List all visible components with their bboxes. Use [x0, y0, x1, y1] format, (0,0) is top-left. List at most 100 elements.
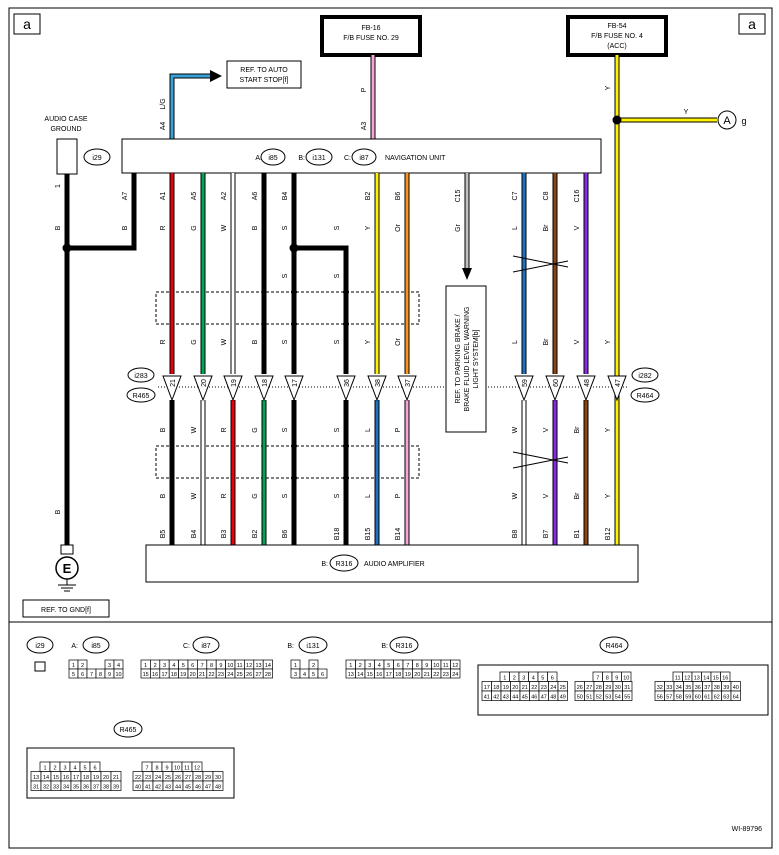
fuse-fb16-line2: F/B FUSE NO. 29 — [343, 35, 399, 42]
column-B6-c1: Or — [395, 223, 402, 231]
column-A6-top-pin: A6 — [252, 192, 259, 201]
legend-r465-b1-pin: 11 — [184, 766, 190, 772]
column-A5-c1: G — [191, 225, 198, 230]
legend-r464-b2-pin: 64 — [733, 695, 739, 701]
legend-r465-b0-pin: 17 — [73, 775, 79, 781]
column-C7-c4: W — [512, 492, 519, 499]
column-A6-c1: B — [252, 225, 259, 230]
legend-r465-b0-pin: 14 — [43, 775, 49, 781]
column-B4-top-pin: B4 — [282, 192, 289, 201]
legend-r316-pin: 8 — [416, 663, 419, 669]
legend-r464-b2-pin: 40 — [733, 685, 739, 691]
wire-a7-ground — [67, 173, 137, 251]
legend-r465-b0-pin: 33 — [53, 785, 59, 791]
junction-a-label: A — [723, 115, 731, 127]
ref-auto-start-stop-line2: START STOP[f] — [240, 77, 289, 84]
legend-r465-b1-cell — [212, 780, 224, 791]
column-C16-connector-icon — [576, 375, 596, 402]
legend-r464-b0-pin: 19 — [503, 685, 509, 691]
wire-s-bridge-label-2: S — [334, 273, 341, 278]
column-A2-c4: R — [221, 493, 228, 498]
audio-case-ground-line1: AUDIO CASE — [44, 116, 88, 123]
column-A5-top-pin: A5 — [191, 192, 198, 201]
column-A6-c2: B — [252, 339, 259, 344]
column-A2-connector-icon — [223, 375, 243, 402]
legend-r465-b1-pin: 46 — [195, 785, 201, 791]
column-B12-connector-icon — [607, 375, 627, 402]
nav-prefix-b: B: — [298, 155, 305, 162]
legend-r464-b0-pin: 23 — [541, 685, 547, 691]
legend-r465-b1-pin: 25 — [165, 775, 171, 781]
column-B4-c2: S — [282, 339, 289, 344]
wire-ground-color-bottom: B — [55, 509, 62, 514]
ref-gnd-box — [22, 599, 110, 618]
legend-r464-b0-pin: 6 — [551, 676, 554, 682]
column-C7-mid-pin: 59 — [522, 379, 529, 387]
junction-ground-dot — [62, 243, 72, 253]
legend-r464-b2-pin: 38 — [714, 685, 720, 691]
legend-r464-b1-pin: 50 — [577, 695, 583, 701]
legend-i87-bubble — [192, 636, 220, 654]
legend-r465-b0-cell — [110, 780, 122, 791]
conn-r464-bubble — [630, 387, 660, 403]
legend-r465-b1-pin: 7 — [145, 766, 148, 772]
legend-r465-b1-pin: 40 — [135, 785, 141, 791]
shield-region-bottom — [155, 445, 420, 479]
legend-r464-b1-pin: 30 — [615, 685, 621, 691]
legend-i131-cell — [317, 668, 328, 679]
fuse-fb54-line2: F/B FUSE NO. 4 — [591, 33, 643, 40]
legend-i131-pin: 2 — [312, 663, 315, 669]
legend-r464-b2-pin: 37 — [704, 685, 710, 691]
legend-r316-pin: 13 — [348, 672, 354, 678]
legend-r465-b1-pin: 44 — [175, 785, 181, 791]
legend-i87-pin: 25 — [237, 672, 243, 678]
column-A5-c2: G — [191, 339, 198, 344]
legend-r316-pin: 5 — [387, 663, 390, 669]
twist-mark — [512, 260, 569, 273]
legend-i87-pin: 18 — [171, 672, 177, 678]
legend-i87-pin: 27 — [255, 672, 261, 678]
legend-r464-b0-pin: 25 — [560, 685, 566, 691]
legend-i87-pin: 14 — [265, 663, 271, 669]
legend-i85-pin: 5 — [72, 672, 75, 678]
legend-r464-b0-pin: 4 — [532, 676, 535, 682]
conn-i283-bubble — [127, 367, 155, 383]
junction-y-dot — [612, 115, 622, 125]
legend-r465-b1-pin: 48 — [215, 785, 221, 791]
column-C16-c4: Br — [574, 492, 581, 500]
legend-i87-cell — [262, 668, 273, 679]
legend-r465-b0-pin: 2 — [53, 766, 56, 772]
legend-r465-b0-pin: 39 — [113, 785, 119, 791]
legend-i85-prefix: A: — [71, 643, 78, 650]
nav-unit-name: NAVIGATION UNIT — [385, 155, 446, 162]
legend-r465-b1-pin: 42 — [155, 785, 161, 791]
legend-r464-b2-pin: 63 — [723, 695, 729, 701]
fuse-fb54-line1: FB-54 — [607, 23, 626, 30]
column-B18-c4: S — [334, 493, 341, 498]
legend-r464-b0-pin: 20 — [512, 685, 518, 691]
legend-r316-pin: 15 — [367, 672, 373, 678]
page-id-left: a — [23, 16, 31, 32]
column-C7-c3: W — [512, 426, 519, 433]
legend-i87-pin: 8 — [210, 663, 213, 669]
legend-r464-b0-pin: 21 — [522, 685, 528, 691]
ground-e-label: E — [63, 561, 72, 576]
legend-r464-b0-pin: 42 — [493, 695, 499, 701]
legend-r464-b2-pin: 12 — [684, 676, 690, 682]
legend-r464-b2-pin: 34 — [676, 685, 682, 691]
column-A2-c3: R — [221, 427, 228, 432]
legend-i87-pin: 9 — [219, 663, 222, 669]
legend-r464-b1-pin: 28 — [596, 685, 602, 691]
legend-r464-b0-pin: 48 — [550, 695, 556, 701]
legend-r465-b1-pin: 9 — [165, 766, 168, 772]
legend-r464-b0-cell — [557, 690, 568, 701]
conn-i282-bubble — [631, 367, 659, 383]
column-C8-c3: V — [543, 427, 550, 432]
nav-conn-b: i131 — [312, 155, 325, 162]
column-A1-bot-pin: B5 — [160, 530, 167, 539]
ref-parking-brake-line3: LIGHT SYSTEM[b] — [473, 329, 480, 388]
legend-r464-b2-pin: 35 — [685, 685, 691, 691]
legend-r464-b1-pin: 31 — [624, 685, 630, 691]
legend-r316-pin: 11 — [443, 663, 449, 669]
